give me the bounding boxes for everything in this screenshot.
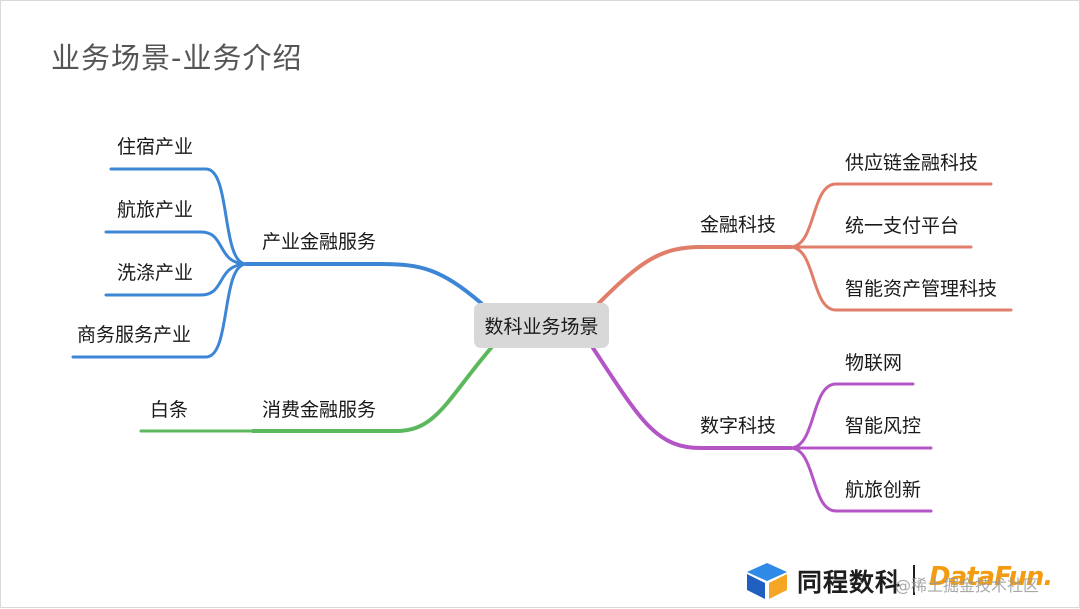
node-fintech: 金融科技 [700,214,777,236]
node-digital-tech: 数字科技 [700,415,777,437]
brand-name: 同程数科 [797,568,902,597]
node-unified-payment: 统一支付平台 [845,215,960,237]
slide-title: 业务场景-业务介绍 [51,41,303,75]
node-smart-asset-management: 智能资产管理科技 [845,278,998,300]
watermark: @稀土掘金技术社区 [895,576,1040,595]
footer-brand: 同程数科 DataFun. @稀土掘金技术社区 [743,557,1079,603]
connector-center-digitech [591,346,793,450]
cube-logo-icon [747,563,787,599]
connector-industry-laundry [104,262,248,297]
node-business-services-industry: 商务服务产业 [77,324,192,346]
node-industry-finance: 产业金融服务 [262,231,377,253]
datafun-logo: DataFun. [929,562,1053,592]
node-travel-innovation: 航旅创新 [845,479,922,501]
node-center: 数科业务场景 [474,303,609,348]
node-supply-chain-fintech: 供应链金融科技 [845,152,979,174]
node-baitiao: 白条 [150,399,189,421]
connector-fintech-asset [789,245,1013,312]
connector-industry-aviation [104,230,248,266]
node-lodging-industry: 住宿产业 [117,136,194,158]
node-smart-risk-control: 智能风控 [845,415,922,437]
connector-center-fintech [597,245,793,305]
connector-digitech-iot [789,382,915,450]
connector-fintech-supply [789,182,993,249]
node-consumer-finance: 消费金融服务 [262,399,377,421]
connector-industry-lodging [109,167,248,266]
node-aviation-industry: 航旅产业 [117,199,194,221]
node-laundry-industry: 洗涤产业 [117,262,194,284]
connector-center-industry [244,262,483,305]
node-iot: 物联网 [845,352,903,374]
connector-center-consumer [251,346,493,433]
connector-industry-business [71,262,248,359]
footer-divider [913,565,915,595]
connector-digitech-travel [789,446,933,513]
